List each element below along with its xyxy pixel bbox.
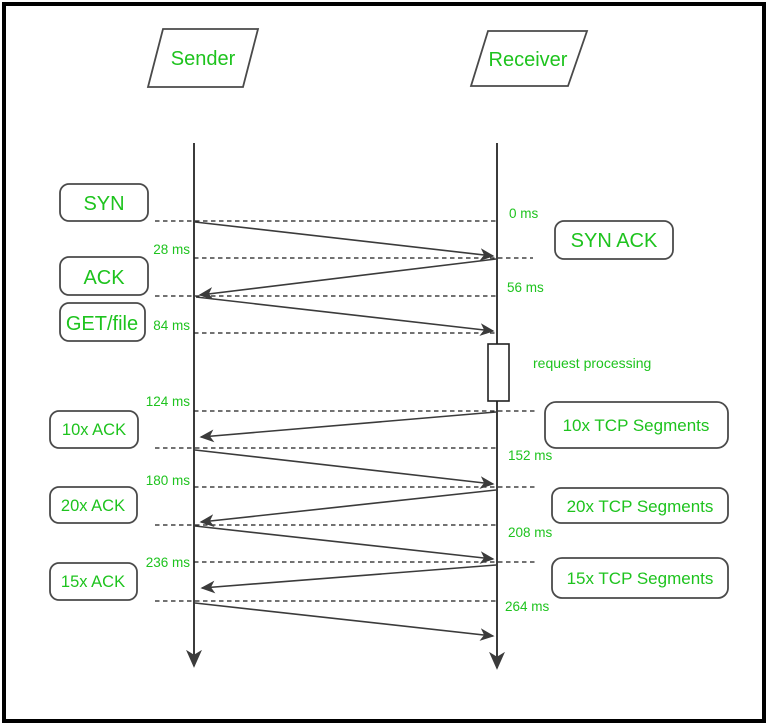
request-processing-label: request processing	[533, 355, 651, 371]
sender-actor-parallelogram	[146, 28, 260, 88]
10x-ack-box-label: 10x ACK	[62, 421, 126, 439]
10x-tcp-segments-box-label: 10x TCP Segments	[563, 416, 710, 435]
get-file-box-label: GET/file	[66, 313, 138, 335]
time-label-208ms: 208 ms	[508, 525, 553, 540]
10x-tcp-segments-box	[544, 401, 729, 449]
time-label-124ms: 124 ms	[146, 394, 191, 409]
20x-ack-box	[49, 486, 138, 524]
time-label-0ms: 0 ms	[509, 206, 539, 221]
time-label-84ms: 84 ms	[153, 318, 190, 333]
20x-tcp-segments-box-label: 20x TCP Segments	[567, 497, 714, 516]
time-label-180ms: 180 ms	[146, 473, 191, 488]
time-label-264ms: 264 ms	[505, 599, 550, 614]
20x-tcp-segments-box	[551, 487, 729, 524]
arrow-syn-ack	[198, 258, 497, 300]
time-label-56ms: 56 ms	[507, 280, 544, 295]
ack-box-label: ACK	[83, 267, 125, 289]
arrow-10x-segments	[199, 411, 497, 443]
get-file-box	[59, 302, 146, 342]
receiver-actor-label: Receiver	[489, 49, 568, 71]
arrow-syn	[194, 221, 495, 261]
arrow-ack-get	[195, 296, 495, 336]
receiver-actor-parallelogram	[469, 30, 589, 87]
15x-ack-box	[49, 562, 138, 601]
time-label-236ms: 236 ms	[146, 555, 191, 570]
15x-tcp-segments-box-label: 15x TCP Segments	[567, 569, 714, 588]
syn-box-label: SYN	[83, 193, 124, 215]
sender-actor-label: Sender	[171, 48, 236, 70]
arrow-20x-ack	[194, 525, 495, 564]
arrow-20x-segments	[199, 489, 497, 527]
ack-box	[59, 256, 149, 296]
arrow-15x-segments	[200, 564, 497, 594]
15x-ack-box-label: 15x ACK	[61, 573, 125, 591]
syn-ack-box	[554, 220, 674, 260]
10x-ack-box	[49, 410, 139, 449]
15x-tcp-segments-box	[551, 557, 729, 599]
syn-ack-box-label: SYN ACK	[571, 230, 658, 252]
syn-box	[59, 183, 149, 222]
time-label-152ms: 152 ms	[508, 448, 553, 463]
time-label-28ms: 28 ms	[153, 242, 190, 257]
arrow-10x-ack	[194, 449, 495, 489]
20x-ack-box-label: 20x ACK	[61, 497, 125, 515]
request-processing-activation-box	[487, 343, 510, 402]
arrow-15x-ack	[194, 602, 495, 641]
